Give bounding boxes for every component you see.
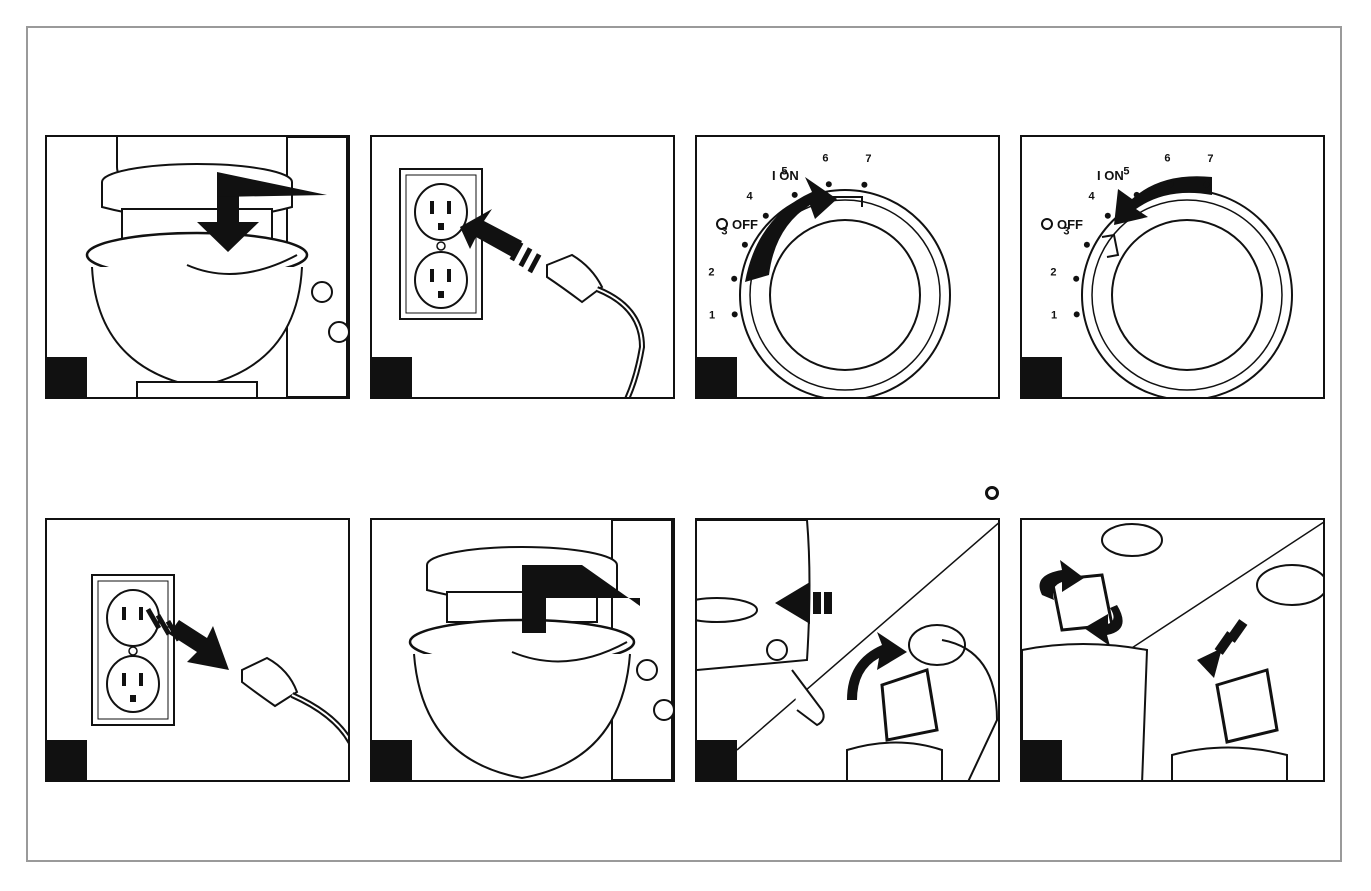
dial-speed-dot <box>1134 192 1140 198</box>
step-number-badge <box>372 357 412 397</box>
attach-beater-illustration <box>1022 520 1325 782</box>
mixer-lower-illustration <box>47 137 350 399</box>
panel-raise-mixer-head <box>370 518 675 782</box>
dial-speed-label: 7 <box>865 153 871 165</box>
dial-speed-label: 4 <box>1088 191 1095 203</box>
dial-speed-label: 2 <box>1050 266 1056 278</box>
dial-speed-label: 5 <box>1123 165 1129 177</box>
panel-lower-mixer-head <box>45 135 350 399</box>
dial-speed-dot <box>1084 242 1090 248</box>
panel-remove-beater <box>695 518 1000 782</box>
dial-speed-label: 1 <box>1051 309 1057 321</box>
step-number-badge <box>697 740 737 780</box>
dial-speed-dot <box>861 182 867 188</box>
dial-speed-dot <box>732 311 738 317</box>
dial-off-label: OFF <box>732 217 758 232</box>
mixer-raise-illustration <box>372 520 675 782</box>
dial-speed-dot <box>826 181 832 187</box>
dial-speed-label: 5 <box>781 165 787 177</box>
dial-speed-dot <box>731 276 737 282</box>
panel-dial-off: I ON OFF 1 2 3 4 5 6 7 <box>1020 135 1325 399</box>
dial-speed-dot <box>1168 181 1174 187</box>
step-number-badge <box>697 357 737 397</box>
dial-speed-label: 2 <box>708 266 714 278</box>
dial-speed-label: 3 <box>721 225 727 237</box>
eject-circle-icon <box>985 486 999 500</box>
step-number-badge <box>372 740 412 780</box>
off-circle-icon <box>1042 219 1052 229</box>
step-number-badge <box>1022 357 1062 397</box>
dial-speed-label: 6 <box>1164 152 1170 164</box>
step-number-badge <box>47 740 87 780</box>
dial-speed-dot <box>1074 311 1080 317</box>
dial-speed-label: 4 <box>746 191 753 203</box>
dial-speed-dot <box>1073 276 1079 282</box>
dial-off-illustration: I ON OFF 1 2 3 4 5 6 7 <box>1022 137 1325 399</box>
dial-speed-dot <box>1105 213 1111 219</box>
step-number-badge <box>47 357 87 397</box>
dial-speed-label: 6 <box>822 152 828 164</box>
dial-speed-dot <box>792 192 798 198</box>
unplug-illustration <box>47 520 350 782</box>
panel-unplug <box>45 518 350 782</box>
plug-in-illustration <box>372 137 675 399</box>
dial-speed-label: 3 <box>1063 225 1069 237</box>
remove-beater-illustration <box>697 520 1000 782</box>
dial-speed-label: 7 <box>1207 153 1213 165</box>
dial-speed-dot <box>763 213 769 219</box>
step-number-badge <box>1022 740 1062 780</box>
panel-attach-beater <box>1020 518 1325 782</box>
dial-speed-label: 1 <box>709 309 715 321</box>
dial-on-label: I ON <box>1097 168 1124 183</box>
dial-off-label: OFF <box>1057 217 1083 232</box>
dial-speed-dot <box>742 242 748 248</box>
panel-plug-in <box>370 135 675 399</box>
dial-speed-dot <box>1203 182 1209 188</box>
